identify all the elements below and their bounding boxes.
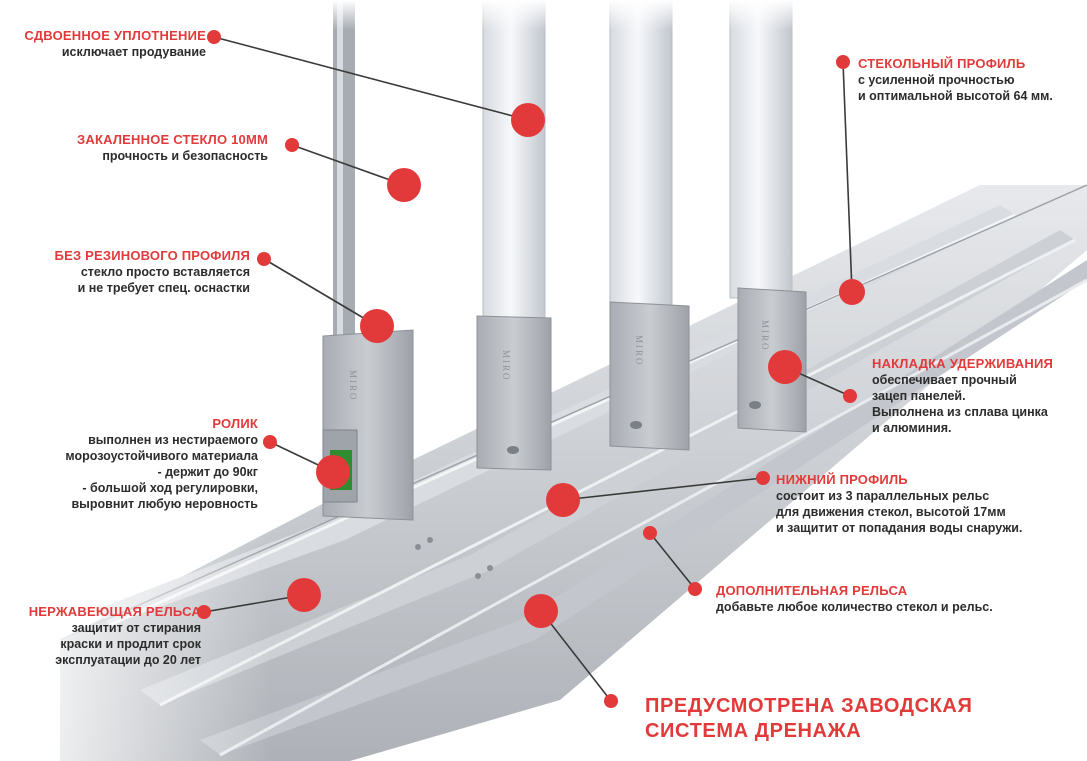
marker-big — [360, 309, 394, 343]
marker-big — [524, 594, 558, 628]
drainage-heading: Предусмотрена заводская система дренажа — [645, 694, 972, 744]
callout-desc: добавьте любое количество стекол и рельс… — [716, 600, 993, 614]
callout-double-seal: Сдвоенное уплотнение исключает продувани… — [24, 28, 206, 60]
end-caps — [322, 287, 807, 521]
marker-dot — [263, 435, 277, 449]
markers — [197, 30, 865, 708]
callout-title: Накладка удерживания — [872, 356, 1054, 371]
leader-lines — [203, 36, 853, 702]
callout-desc: состоит из 3 параллельных рельс для движ… — [776, 489, 1023, 535]
callout-title: Сдвоенное уплотнение — [24, 28, 206, 43]
marker-dot — [688, 582, 702, 596]
brand-mark: MIRO — [634, 335, 644, 367]
drainage-line-2: система дренажа — [645, 720, 862, 742]
glass-profiles — [0, 0, 1087, 340]
callout-desc: исключает продувание — [61, 45, 206, 59]
marker-big — [316, 455, 350, 489]
callout-extra-rail: Дополнительная рельса добавьте любое кол… — [716, 583, 993, 615]
marker-big — [546, 483, 580, 517]
callout-desc: прочность и безопасность — [102, 149, 268, 163]
callout-tempered-glass: Закаленное стекло 10мм прочность и безоп… — [77, 132, 268, 164]
callout-title: Нержавеющая рельса — [28, 604, 201, 619]
marker-big — [839, 279, 865, 305]
callout-stainless-rail: Нержавеющая рельса защитит от стирания к… — [29, 604, 201, 668]
marker-dot — [604, 694, 618, 708]
marker-big — [287, 578, 321, 612]
marker-big — [511, 103, 545, 137]
callout-title: Закаленное стекло 10мм — [77, 132, 268, 147]
callout-title: Стекольный профиль — [858, 56, 1026, 71]
marker-dot — [197, 605, 211, 619]
callout-bottom-profile: Нижний профиль состоит из 3 параллельных… — [776, 472, 1022, 536]
callout-desc: обеспечивает прочный зацеп панелей. Выпо… — [872, 373, 1048, 435]
brand-mark: MIRO — [348, 370, 358, 402]
marker-big — [643, 526, 657, 540]
drainage-line-1: Предусмотрена заводская — [645, 695, 973, 717]
callout-title: Ролик — [212, 416, 258, 431]
brand-mark: MIRO — [501, 350, 511, 382]
callout-glass-profile: Стекольный профиль с усиленной прочность… — [858, 56, 1053, 104]
marker-dot — [207, 30, 221, 44]
brand-mark: MIRO — [760, 320, 770, 352]
marker-dot — [836, 55, 850, 69]
marker-dot — [756, 471, 770, 485]
callout-no-rubber: Без резинового профиля стекло просто вст… — [55, 248, 250, 296]
marker-big — [768, 350, 802, 384]
callout-title: Нижний профиль — [776, 472, 908, 487]
callout-desc: выполнен из нестираемого морозоустойчиво… — [65, 433, 258, 511]
marker-dot — [843, 389, 857, 403]
callout-title: Дополнительная рельса — [716, 583, 908, 598]
callout-roller: Ролик выполнен из нестираемого морозоуст… — [65, 416, 258, 512]
brand-marks: MIRO MIRO MIRO MIRO — [348, 320, 770, 402]
callout-holding-cover: Накладка удерживания обеспечивает прочны… — [872, 356, 1053, 436]
marker-dot — [257, 252, 271, 266]
callout-title: Без резинового профиля — [54, 248, 250, 263]
callout-desc: стекло просто вставляется и не требует с… — [77, 265, 250, 295]
callout-desc: с усиленной прочностью и оптимальной выс… — [858, 73, 1053, 103]
marker-dot — [285, 138, 299, 152]
marker-big — [387, 168, 421, 202]
callout-desc: защитит от стирания краски и продлит сро… — [55, 621, 201, 667]
